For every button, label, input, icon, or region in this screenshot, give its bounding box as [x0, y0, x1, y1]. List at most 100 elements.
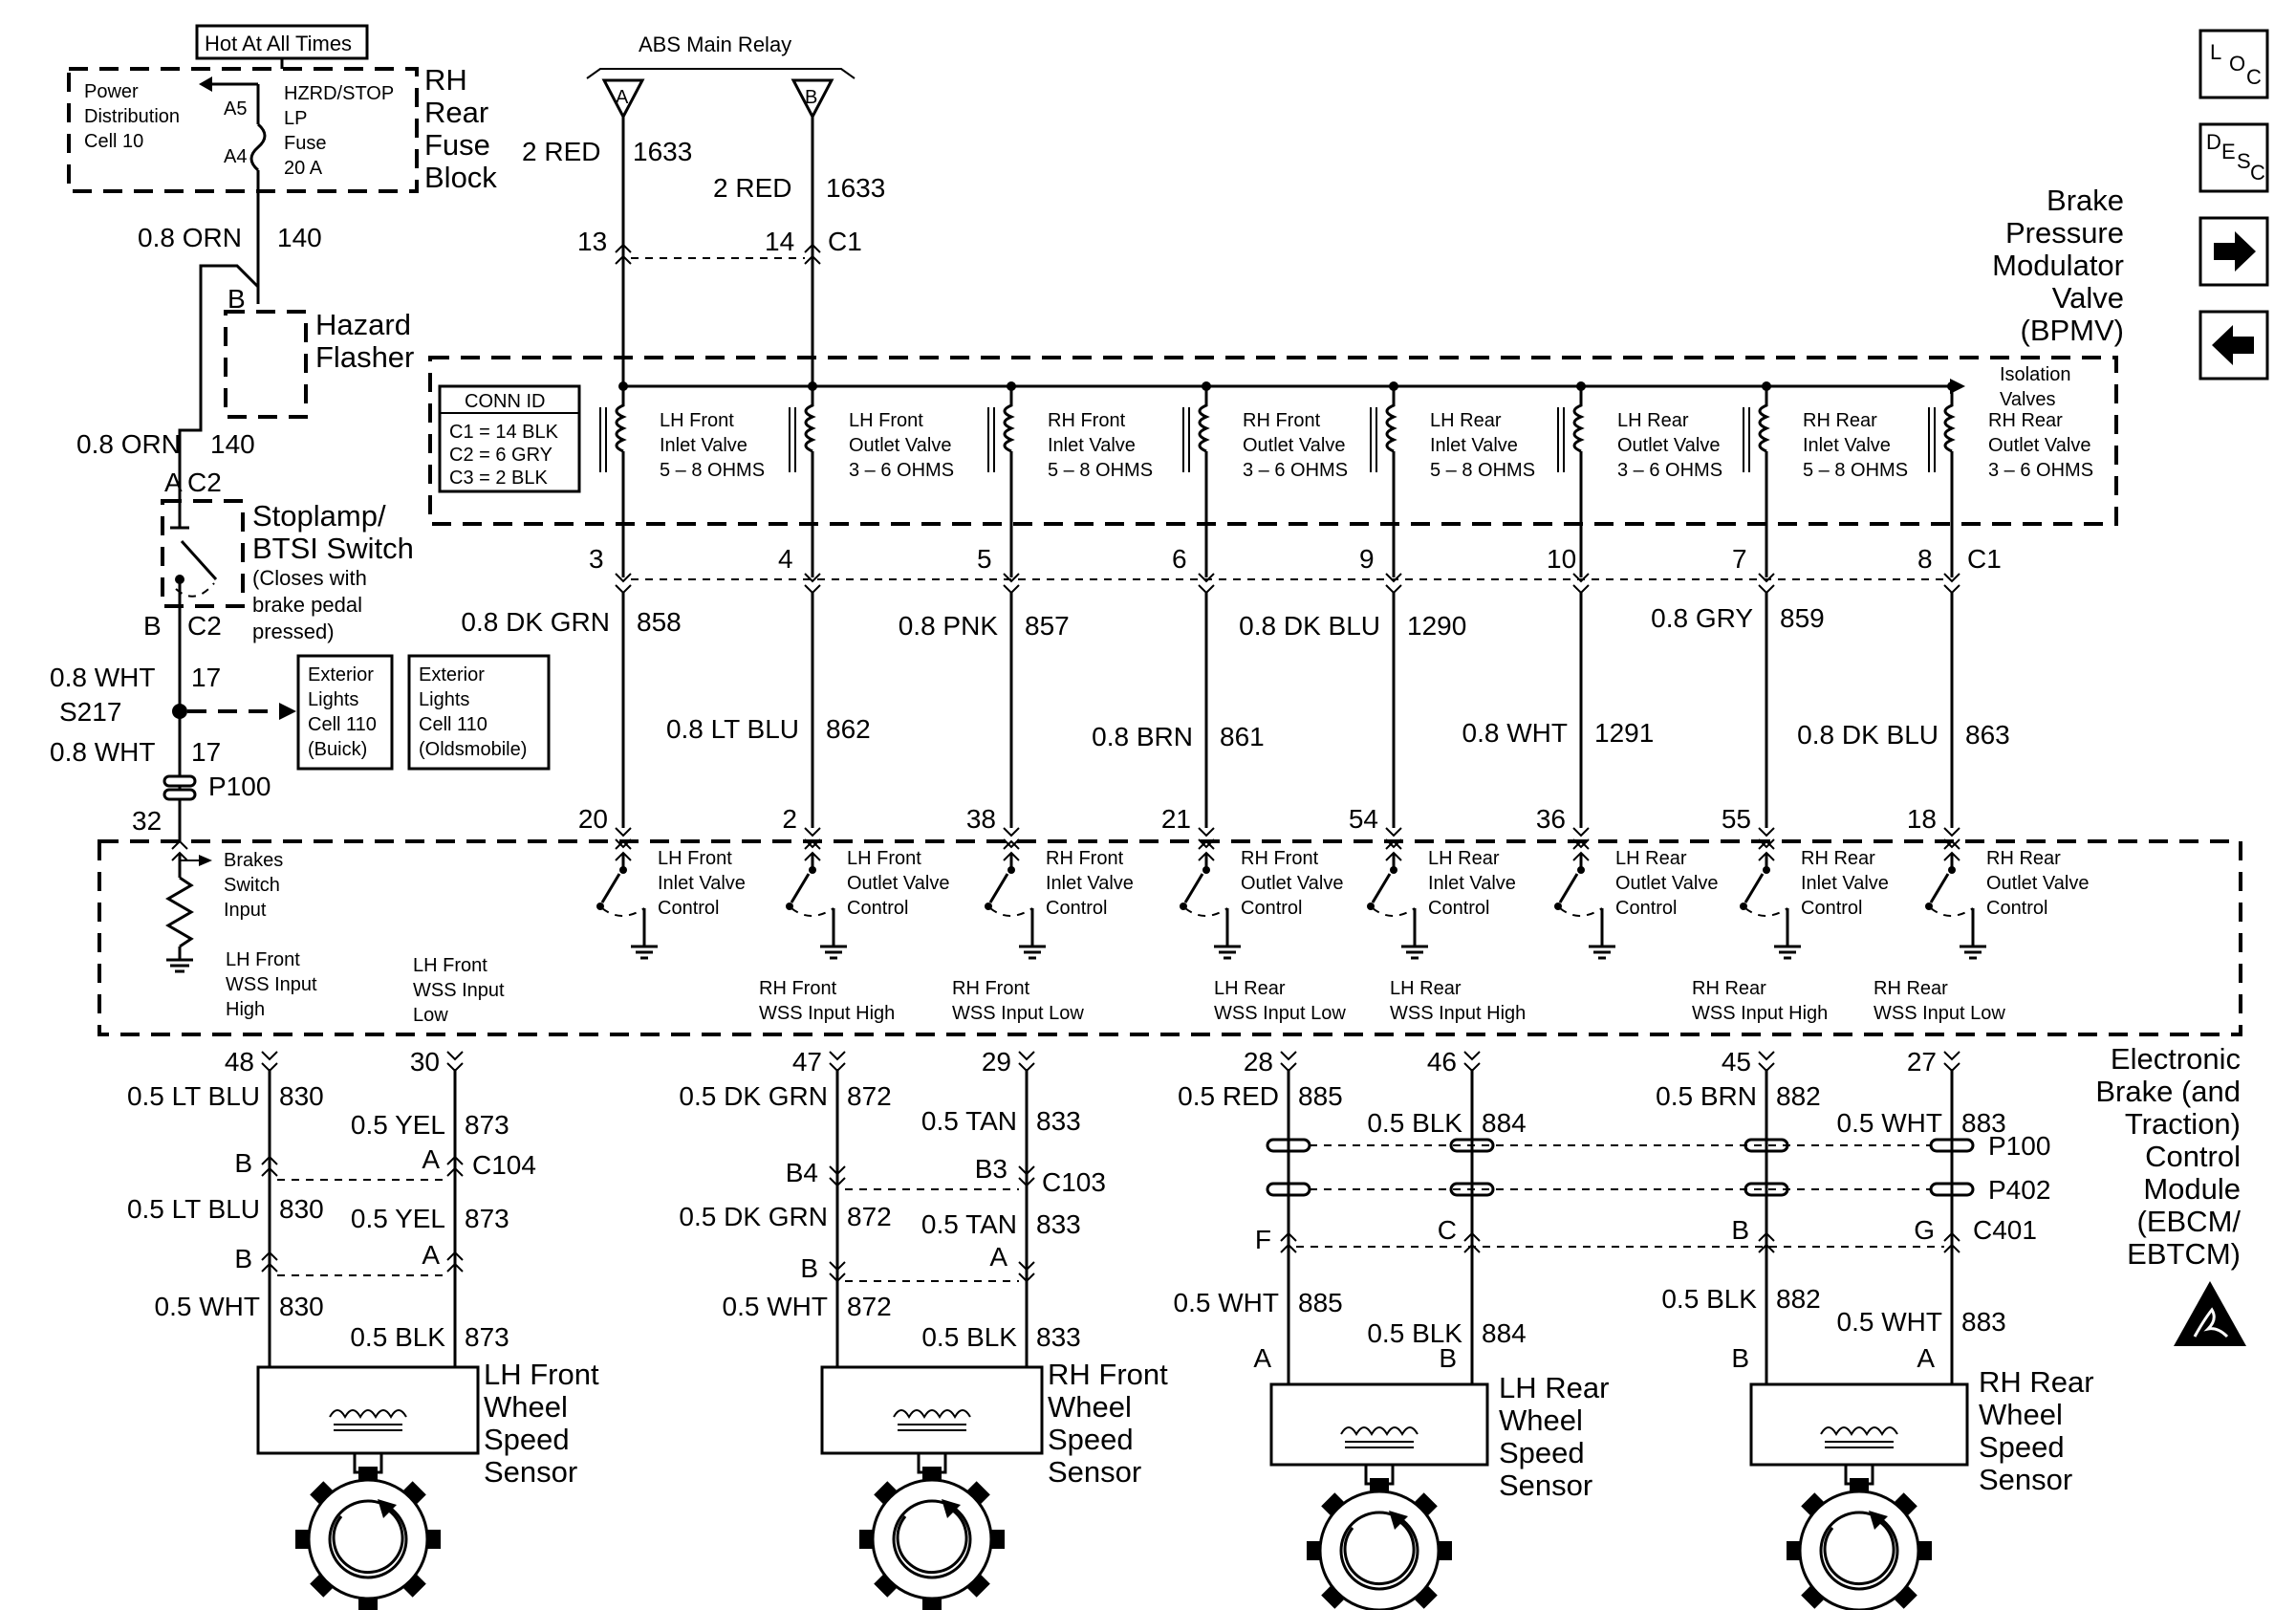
- wss-input-label: WSS Input High: [1692, 1003, 1828, 1024]
- wire-gauge-label: 0.8 DK GRN: [461, 607, 610, 637]
- coil-icon: [804, 386, 816, 453]
- coil-icon: [893, 1409, 971, 1420]
- connector-terminal-icon: [804, 827, 821, 849]
- wire-number-label: 140: [210, 429, 255, 459]
- svg-text:C: C: [2246, 65, 2262, 89]
- wire-gauge-label: 0.8 WHT: [50, 737, 155, 767]
- svg-text:B: B: [143, 611, 162, 641]
- wss-input-label: High: [226, 999, 265, 1020]
- wss-input-label: WSS Input Low: [952, 1003, 1084, 1024]
- connector-terminal-icon: [261, 1155, 278, 1177]
- svg-text:20 A: 20 A: [284, 158, 323, 179]
- svg-text:S: S: [2237, 149, 2251, 173]
- connector-terminal-icon: [829, 1261, 846, 1283]
- wss-input-label: RH Rear: [1874, 978, 1948, 999]
- ebcm-label: Electronic Brake (and Traction) Control …: [2095, 1042, 2241, 1271]
- wire-gauge-label: 0.5 BLK: [1367, 1108, 1462, 1138]
- coil-icon: [1385, 386, 1397, 453]
- control-label: Control: [1801, 898, 1862, 919]
- connector-terminal-icon: [1943, 827, 1960, 849]
- control-label: Outlet Valve: [847, 873, 949, 894]
- wire-number-label: 857: [1025, 611, 1070, 641]
- connector-label: C104: [472, 1150, 536, 1180]
- valve-resistance-label: 3 – 6 OHMS: [1617, 460, 1722, 481]
- connector-terminal-icon: [1018, 1261, 1035, 1283]
- wire-gauge-label: 0.5 BLK: [350, 1322, 445, 1352]
- wire-number-label: 885: [1298, 1288, 1343, 1317]
- wss-input-label: RH Front: [759, 978, 837, 999]
- connector-terminal-icon: [1018, 1165, 1035, 1187]
- connector-terminal-icon: [615, 827, 632, 849]
- sensor-body-icon: [1269, 1382, 1489, 1467]
- control-label: LH Rear: [1615, 848, 1687, 869]
- ebcm-pin-label: 36: [1536, 804, 1566, 834]
- wire-number-label: 1290: [1407, 611, 1466, 641]
- connector-pin-label: 4: [778, 544, 793, 574]
- wire-number-label: 883: [1961, 1307, 2006, 1337]
- svg-text:Fuse: Fuse: [424, 128, 490, 162]
- control-label: Outlet Valve: [1986, 873, 2089, 894]
- fuse-icon: [249, 122, 267, 172]
- svg-text:pressed): pressed): [252, 620, 335, 643]
- wire-number-label: 833: [1036, 1106, 1081, 1136]
- connector-terminal-icon: [261, 1251, 278, 1273]
- svg-text:B: B: [227, 284, 246, 314]
- sensor-name-label: LH Rear: [1499, 1371, 1609, 1404]
- valve-resistance-label: 3 – 6 OHMS: [1988, 460, 2093, 481]
- splice-label: S217: [59, 697, 121, 727]
- connector-pin-label: 6: [1172, 544, 1187, 574]
- ground-icon: [1401, 935, 1428, 960]
- svg-text:(BPMV): (BPMV): [2021, 314, 2125, 347]
- connector-pin-label: 14: [765, 227, 794, 256]
- wire-gauge-label: 0.8 LT BLU: [666, 714, 799, 744]
- connector-pin-label: B: [234, 1148, 252, 1178]
- sensor-name-label: Sensor: [1979, 1463, 2072, 1496]
- svg-text:Brake (and: Brake (and: [2095, 1075, 2241, 1108]
- loc-button[interactable]: L O C: [2199, 29, 2269, 99]
- tone-wheel-icon: [1307, 1478, 1452, 1610]
- valve-name-label: LH Rear: [1430, 410, 1502, 431]
- svg-text:(Oldsmobile): (Oldsmobile): [419, 739, 527, 760]
- valve-name-label: Inlet Valve: [1803, 435, 1891, 456]
- desc-button[interactable]: D E S C: [2199, 122, 2269, 193]
- p100-connector-left: P100: [162, 772, 271, 801]
- wss-input-label: RH Rear: [1692, 978, 1766, 999]
- svg-text:A: A: [164, 468, 183, 497]
- ebcm-pin-label: 45: [1722, 1047, 1751, 1077]
- prev-page-button[interactable]: [2199, 310, 2269, 381]
- svg-text:Fuse: Fuse: [284, 133, 326, 154]
- connector-terminal-icon: [1943, 1051, 1960, 1073]
- svg-text:CONN ID: CONN ID: [465, 391, 545, 412]
- svg-text:Electronic: Electronic: [2111, 1042, 2241, 1076]
- valve-name-label: Outlet Valve: [1617, 435, 1720, 456]
- sensor-name-label: LH Front: [484, 1358, 599, 1391]
- svg-text:Lights: Lights: [308, 689, 358, 710]
- control-label: Control: [847, 898, 908, 919]
- connector-terminal-icon: [1003, 827, 1020, 849]
- next-page-button[interactable]: [2199, 216, 2269, 287]
- wire-gauge-label: 0.5 WHT: [1837, 1108, 1942, 1138]
- wire-number-label: 833: [1036, 1209, 1081, 1239]
- ebcm-pin-label: 18: [1907, 804, 1937, 834]
- control-label: Control: [1428, 898, 1489, 919]
- wire-number-label: 859: [1780, 603, 1825, 633]
- wire-gauge-label: 0.5 WHT: [1837, 1307, 1942, 1337]
- connector-pin-label: 5: [977, 544, 992, 574]
- svg-text:Brakes: Brakes: [224, 850, 283, 871]
- wire-number-label: 873: [465, 1110, 509, 1140]
- svg-text:Hot At All Times: Hot At All Times: [205, 32, 352, 55]
- coil-icon: [1820, 1426, 1898, 1437]
- wire-number-label: 858: [637, 607, 682, 637]
- valve-name-label: LH Front: [660, 410, 734, 431]
- wire-number-label: 885: [1298, 1081, 1343, 1111]
- svg-text:C: C: [2250, 161, 2265, 185]
- svg-text:(Buick): (Buick): [308, 739, 367, 760]
- wire-number-label: 872: [847, 1202, 892, 1231]
